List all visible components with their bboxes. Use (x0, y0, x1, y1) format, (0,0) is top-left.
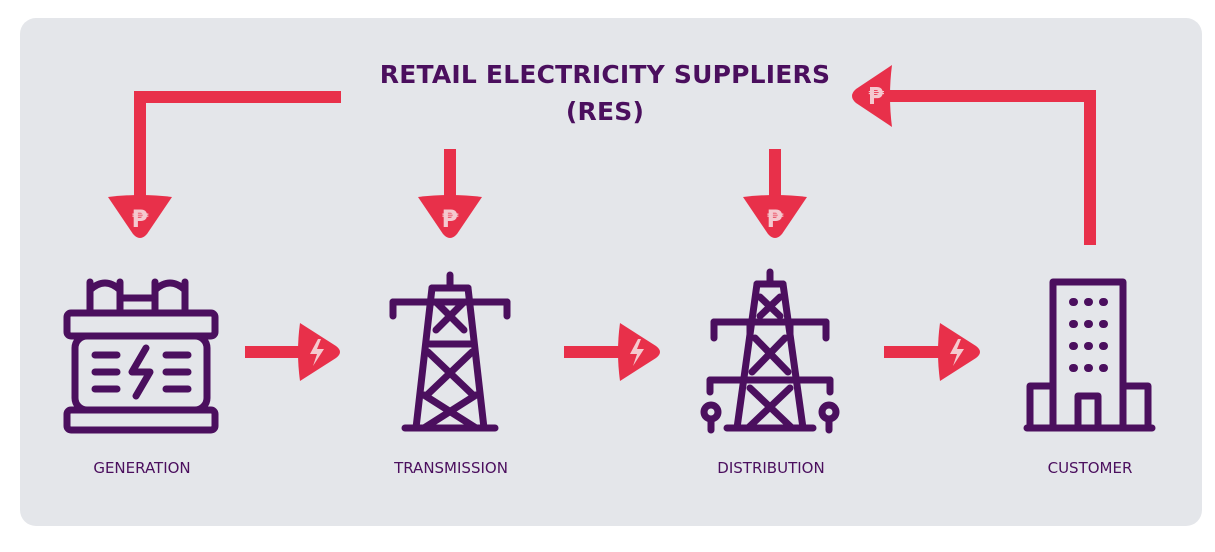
power-generator-icon (63, 278, 219, 434)
customer-to-res-connector (888, 90, 1096, 245)
payment-arrow-distribution: ₱ (743, 195, 807, 238)
payment-arrow-generation: ₱ (108, 195, 172, 238)
svg-text:₱: ₱ (442, 205, 459, 233)
flow-arrow-distribution-to-customer (938, 323, 980, 381)
label-generation: GENERATION (93, 459, 191, 477)
res-title-line2: (RES) (565, 97, 645, 126)
office-building-icon (1023, 278, 1156, 432)
transmission-tower-icon (389, 271, 511, 432)
payment-arrow-res: ₱ (852, 65, 892, 127)
svg-text:₱: ₱ (767, 205, 784, 233)
label-customer: CUSTOMER (1047, 459, 1133, 477)
label-transmission: TRANSMISSION (394, 459, 508, 477)
svg-text:₱: ₱ (132, 205, 149, 233)
payment-arrow-transmission: ₱ (418, 195, 482, 238)
label-distribution: DISTRIBUTION (717, 459, 825, 477)
res-title-line1: RETAIL ELECTRICITY SUPPLIERS (379, 60, 831, 89)
res-to-generation-connector (134, 91, 341, 198)
distribution-pylon-icon (700, 268, 840, 434)
flow-arrow-transmission-to-distribution (618, 323, 660, 381)
svg-text:₱: ₱ (868, 84, 884, 110)
flow-arrow-generation-to-transmission (298, 323, 340, 381)
